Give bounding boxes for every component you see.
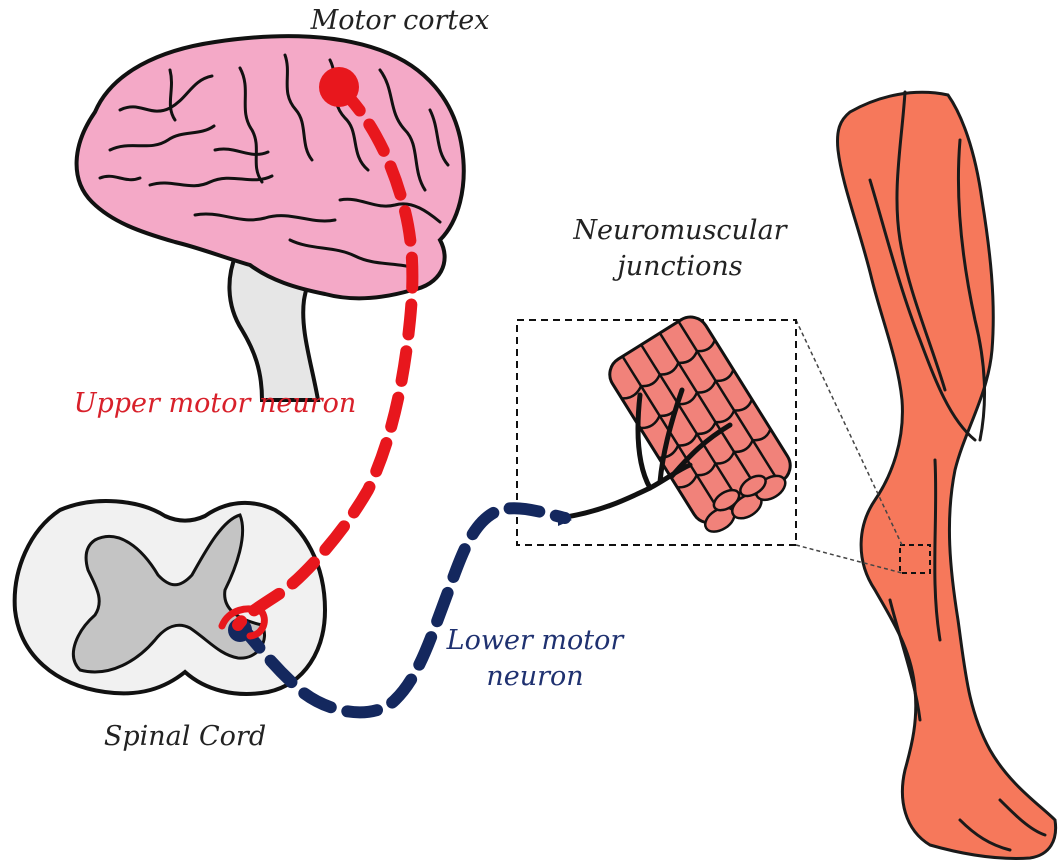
upper-motor-neuron-cell-body — [319, 67, 359, 107]
motor-cortex-label: Motor cortex — [300, 4, 500, 38]
spinal-cord-label: Spinal Cord — [80, 720, 290, 754]
brain-icon — [77, 36, 464, 298]
zoom-connector-top — [796, 320, 902, 545]
neuromuscular-junctions-label-line1: Neuromuscular — [555, 214, 805, 248]
lower-motor-neuron-label-line2: neuron — [430, 660, 640, 694]
leg-icon — [838, 92, 1056, 858]
upper-motor-neuron-label: Upper motor neuron — [60, 387, 370, 421]
lower-motor-neuron-label-line1: Lower motor — [430, 624, 640, 658]
neuromuscular-junctions-label-line2: junctions — [555, 250, 805, 284]
